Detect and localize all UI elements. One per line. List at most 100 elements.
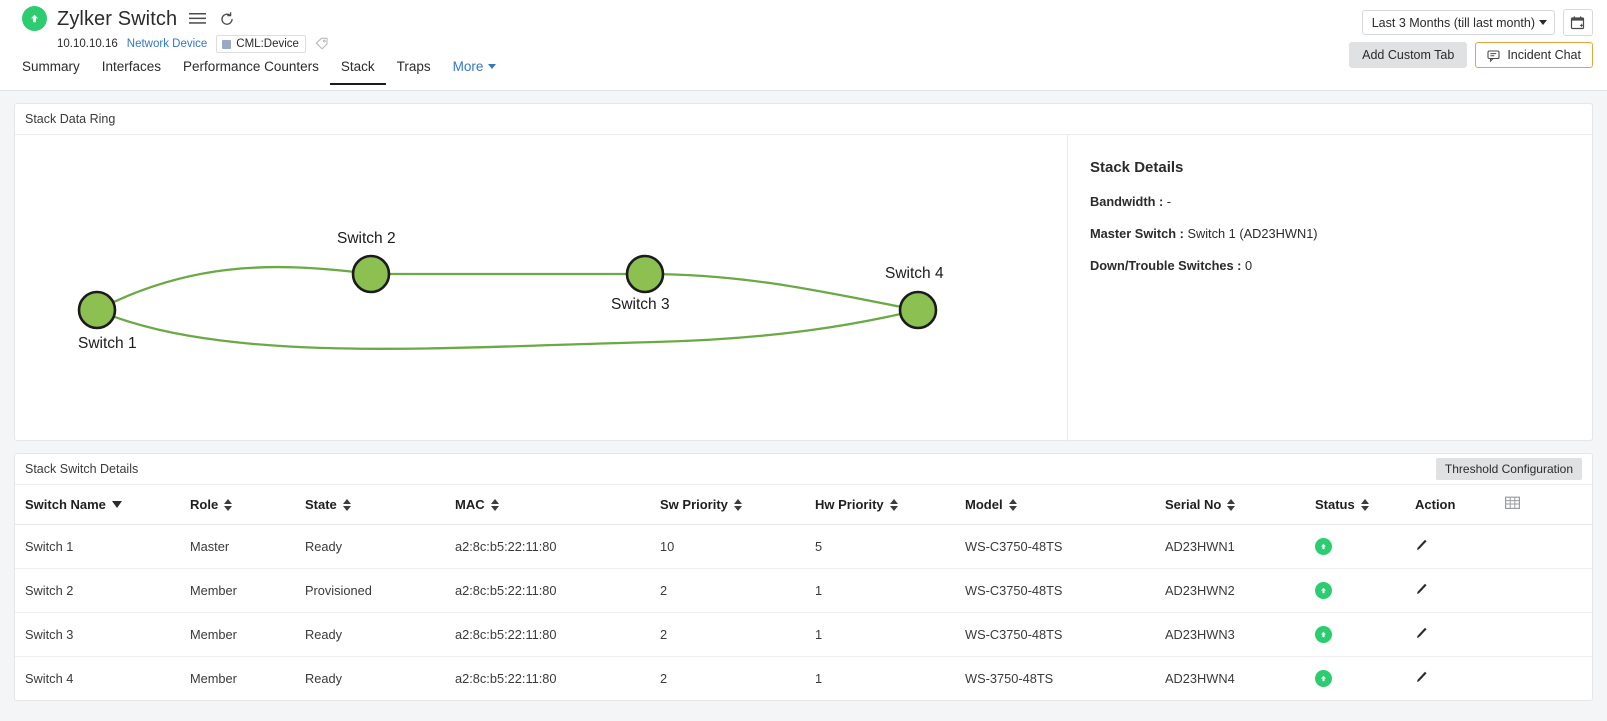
cell-status xyxy=(1315,657,1415,701)
table-row[interactable]: Switch 4 Member Ready a2:8c:b5:22:11:80 … xyxy=(15,657,1592,701)
calendar-add-icon[interactable] xyxy=(1563,9,1593,36)
tag-icon[interactable] xyxy=(315,37,329,51)
cell-state: Ready xyxy=(305,612,455,657)
cell-switch-name: Switch 2 xyxy=(15,568,190,613)
cell-role: Member xyxy=(190,568,305,613)
cell-mac: a2:8c:b5:22:11:80 xyxy=(455,612,660,657)
th-sw-priority[interactable]: Sw Priority xyxy=(660,485,815,525)
ring-node-label-switch-3: Switch 3 xyxy=(611,296,670,313)
sort-both-icon xyxy=(342,498,351,511)
cell-status xyxy=(1315,524,1415,569)
down-switches-label: Down/Trouble Switches : xyxy=(1090,258,1242,273)
stack-details-down-switches: Down/Trouble Switches : 0 xyxy=(1090,258,1592,273)
sort-desc-icon xyxy=(111,501,122,508)
tab-more[interactable]: More xyxy=(442,60,508,85)
refresh-icon[interactable] xyxy=(217,9,237,29)
th-action: Action xyxy=(1415,485,1505,525)
cell-serial-no: AD23HWN2 xyxy=(1165,568,1315,613)
hamburger-menu-icon[interactable] xyxy=(187,9,207,29)
cell-sw-priority: 10 xyxy=(660,524,815,569)
ring-node-label-switch-4: Switch 4 xyxy=(885,265,944,282)
page-body: Stack Data Ring Switch 1 Switch 2 Switch… xyxy=(0,103,1607,701)
tab-stack[interactable]: Stack xyxy=(329,60,386,85)
cell-state: Ready xyxy=(305,671,342,686)
th-status-label: Status xyxy=(1315,497,1355,512)
tab-summary[interactable]: Summary xyxy=(22,59,80,74)
sort-both-icon xyxy=(1008,498,1017,511)
cell-spacer xyxy=(1505,568,1592,613)
add-custom-tab-button[interactable]: Add Custom Tab xyxy=(1349,42,1468,68)
table-row[interactable]: Switch 3 Member Ready a2:8c:b5:22:11:80 … xyxy=(15,612,1592,657)
header-action-buttons: Add Custom Tab Incident Chat xyxy=(1349,42,1593,68)
th-state[interactable]: State xyxy=(305,485,455,525)
sort-both-icon xyxy=(1360,498,1369,511)
chevron-down-icon xyxy=(1539,20,1547,25)
ring-node-switch-2[interactable] xyxy=(351,254,391,294)
incident-chat-label: Incident Chat xyxy=(1507,48,1581,62)
th-column-chooser[interactable] xyxy=(1505,485,1592,525)
ring-node-switch-3[interactable] xyxy=(625,254,665,294)
tab-performance-counters[interactable]: Performance Counters xyxy=(183,59,319,74)
cell-role: Member xyxy=(190,612,305,657)
up-arrow-circle-icon xyxy=(22,6,47,31)
th-status[interactable]: Status xyxy=(1315,485,1415,525)
cell-hw-priority: 1 xyxy=(815,568,965,613)
ring-link-lower xyxy=(95,308,920,350)
cell-action[interactable] xyxy=(1415,657,1505,701)
cell-action[interactable] xyxy=(1415,612,1505,657)
edit-pencil-icon[interactable] xyxy=(1415,670,1429,684)
cell-role: Master xyxy=(190,524,305,569)
edit-pencil-icon[interactable] xyxy=(1415,538,1429,552)
incident-chat-button[interactable]: Incident Chat xyxy=(1475,42,1593,68)
ring-node-switch-4[interactable] xyxy=(898,290,938,330)
time-range-value: Last 3 Months (till last month) xyxy=(1371,15,1535,30)
edit-pencil-icon[interactable] xyxy=(1415,626,1429,640)
cell-mac: a2:8c:b5:22:11:80 xyxy=(455,671,557,686)
cell-action[interactable] xyxy=(1415,568,1505,613)
th-switch-name[interactable]: Switch Name xyxy=(15,485,190,525)
cell-hw-priority: 1 xyxy=(815,612,965,657)
cell-serial-no: AD23HWN3 xyxy=(1165,612,1315,657)
th-serial-no[interactable]: Serial No xyxy=(1165,485,1315,525)
page-title: Zylker Switch xyxy=(57,7,178,30)
cell-model: WS-3750-48TS xyxy=(965,671,1054,686)
tag-color-swatch xyxy=(222,39,232,49)
cell-action[interactable] xyxy=(1415,524,1505,569)
stack-ring-diagram[interactable]: Switch 1 Switch 2 Switch 3 Switch 4 xyxy=(15,135,1067,441)
stack-data-ring-header: Stack Data Ring xyxy=(15,104,1592,135)
th-mac[interactable]: MAC xyxy=(455,485,660,525)
table-row[interactable]: Switch 2 Member Provisioned a2:8c:b5:22:… xyxy=(15,568,1592,613)
up-arrow-circle-icon xyxy=(1315,538,1332,555)
bandwidth-value: - xyxy=(1166,194,1172,209)
th-role[interactable]: Role xyxy=(190,485,305,525)
edit-pencil-icon[interactable] xyxy=(1415,582,1429,596)
ring-node-switch-1[interactable] xyxy=(77,290,117,330)
cell-mac: a2:8c:b5:22:11:80 xyxy=(455,568,660,613)
cell-status xyxy=(1315,612,1415,657)
th-action-label: Action xyxy=(1415,497,1456,512)
cell-model: WS-C3750-48TS xyxy=(965,524,1165,569)
stack-ring-svg xyxy=(77,254,938,350)
table-body: Switch 1 Master Ready a2:8c:b5:22:11:80 … xyxy=(15,524,1592,701)
chat-bubble-icon xyxy=(1487,49,1501,62)
sort-both-icon xyxy=(1227,498,1236,511)
tab-interfaces[interactable]: Interfaces xyxy=(101,59,162,74)
tab-traps[interactable]: Traps xyxy=(396,59,431,74)
down-switches-value: 0 xyxy=(1245,258,1253,273)
threshold-configuration-button[interactable]: Threshold Configuration xyxy=(1435,458,1582,480)
device-type-link[interactable]: Network Device xyxy=(126,38,208,50)
stack-data-ring-card: Stack Data Ring Switch 1 Switch 2 Switch… xyxy=(14,103,1593,441)
th-hw-priority[interactable]: Hw Priority xyxy=(815,485,965,525)
th-model[interactable]: Model xyxy=(965,485,1165,525)
up-arrow-circle-icon xyxy=(1315,582,1332,599)
master-switch-label: Master Switch : xyxy=(1090,226,1184,241)
table-columns-icon[interactable] xyxy=(1505,496,1520,510)
time-range-select[interactable]: Last 3 Months (till last month) xyxy=(1361,10,1555,35)
ring-node-label-switch-1: Switch 1 xyxy=(78,335,137,352)
cell-model: WS-C3750-48TS xyxy=(965,568,1165,613)
cell-serial-no: AD23HWN1 xyxy=(1165,524,1315,569)
table-row[interactable]: Switch 1 Master Ready a2:8c:b5:22:11:80 … xyxy=(15,524,1592,569)
device-tag-chip[interactable]: CML:Device xyxy=(216,35,306,53)
section-tabs: Summary Interfaces Performance Counters … xyxy=(22,60,507,85)
cell-role: Member xyxy=(190,671,237,686)
